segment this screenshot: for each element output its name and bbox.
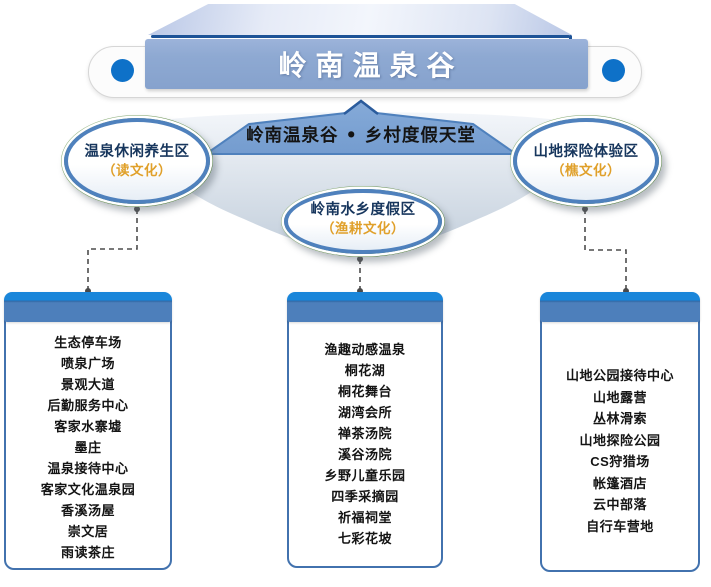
list-item: 客家水寨墟 — [54, 418, 122, 434]
banner-dot-right-icon — [602, 59, 625, 82]
list-item: 乡野儿童乐园 — [324, 468, 406, 483]
facility-box-header — [540, 292, 700, 322]
list-item: 山地探险公园 — [579, 432, 661, 448]
banner-dot-left-icon — [111, 59, 134, 82]
list-item: 祈福祠堂 — [337, 510, 392, 525]
list-item: 生态停车场 — [54, 334, 122, 350]
list-item: 湖湾会所 — [337, 405, 392, 420]
zone-oval-core: 岭南水乡度假区 （渔耕文化） — [284, 189, 442, 254]
facility-box-header — [287, 292, 443, 322]
list-item: 景观大道 — [60, 376, 115, 392]
list-item: 温泉接待中心 — [47, 460, 129, 476]
list-item: 溪谷汤院 — [337, 447, 392, 462]
list-item: 香溪汤屋 — [60, 502, 115, 518]
facility-list: 生态停车场喷泉广场景观大道后勤服务中心客家水寨墟墨庄温泉接待中心客家文化温泉园香… — [4, 300, 172, 570]
list-item: 崇文居 — [67, 523, 109, 539]
list-item: 帐篷酒店 — [592, 475, 647, 491]
facility-box-header — [4, 292, 172, 322]
banner-pedestal — [148, 4, 572, 35]
zone-name: 岭南水乡度假区 — [310, 202, 416, 218]
list-item: 墨庄 — [74, 439, 102, 455]
zone-oval-core: 山地探险体验区 （樵文化） — [513, 118, 659, 204]
list-item: 云中部落 — [592, 497, 647, 512]
main-title-banner: 岭南温泉谷 — [145, 39, 588, 89]
zone-oval-core: 温泉休闲养生区 （读文化） — [64, 118, 210, 204]
list-item: 自行车营地 — [586, 518, 654, 534]
facility-list: 山地公园接待中心山地露营丛林滑索山地探险公园 CS狩猎场帐篷酒店云中部落自行车营地 — [540, 300, 700, 572]
main-title: 岭南温泉谷 — [278, 49, 464, 82]
chevron-peak-line — [343, 99, 379, 115]
list-item: 客家文化温泉园 — [40, 481, 136, 497]
list-item: 雨读茶庄 — [60, 544, 115, 560]
list-item: 七彩花坡 — [337, 531, 392, 546]
list-item: 桐花舞台 — [337, 384, 392, 399]
list-item: CS狩猎场 — [590, 454, 650, 469]
zone-name: 温泉休闲养生区 — [84, 143, 190, 160]
list-item: 丛林滑索 — [592, 411, 647, 426]
list-item: 渔趣动感温泉 — [324, 342, 406, 357]
zone-culture: （渔耕文化） — [321, 221, 405, 236]
zone-oval-hot-spring-leisure: 温泉休闲养生区 （读文化） — [61, 115, 213, 207]
tagline-text: 岭南温泉谷 • 乡村度假天堂 — [246, 126, 476, 146]
zone-culture: （樵文化） — [551, 162, 621, 178]
list-item: 山地公园接待中心 — [565, 368, 674, 383]
connector-right — [584, 209, 627, 291]
connector-left — [87, 209, 138, 291]
zone-culture: （读文化） — [102, 162, 172, 178]
list-item: 桐花湖 — [344, 363, 386, 378]
facility-list: 渔趣动感温泉桐花湖桐花舞台湖湾会所禅茶汤院溪谷汤院乡野儿童乐园四季采摘园祈福祠堂… — [287, 300, 443, 568]
banner-top-line — [151, 35, 572, 44]
list-item: 四季采摘园 — [331, 489, 399, 504]
list-item: 山地露营 — [592, 389, 647, 405]
zone-oval-water-town-resort: 岭南水乡度假区 （渔耕文化） — [281, 186, 445, 257]
list-item: 喷泉广场 — [60, 355, 115, 371]
list-item: 后勤服务中心 — [47, 397, 129, 413]
zone-name: 山地探险体验区 — [533, 143, 639, 160]
list-item: 禅茶汤院 — [337, 426, 392, 441]
zone-oval-mountain-adventure: 山地探险体验区 （樵文化） — [510, 115, 662, 207]
